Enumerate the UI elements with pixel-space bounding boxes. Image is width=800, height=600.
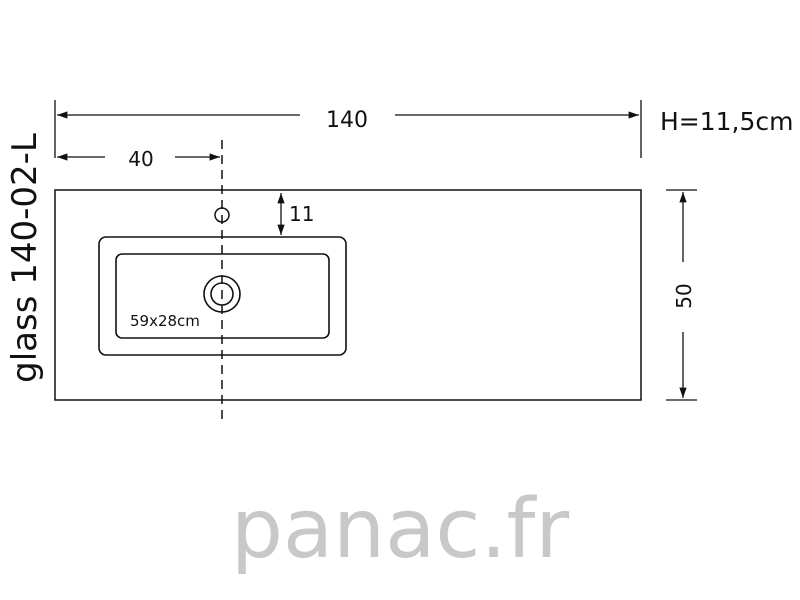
height-label: H=11,5cm <box>660 107 794 136</box>
tap-hole <box>214 207 230 223</box>
countertop-outline <box>54 189 642 401</box>
dim-11-label: 11 <box>289 202 314 226</box>
dim-50-label: 50 <box>672 283 696 308</box>
drain-inner <box>210 282 234 306</box>
basin-size-label: 59x28cm <box>130 312 200 330</box>
model-label: glass 140-02-L <box>5 133 45 383</box>
dim-40-label: 40 <box>128 147 153 171</box>
drain-outer <box>203 275 241 313</box>
dim-140-label: 140 <box>326 108 368 133</box>
brand-logo: panac.fr <box>231 482 570 577</box>
